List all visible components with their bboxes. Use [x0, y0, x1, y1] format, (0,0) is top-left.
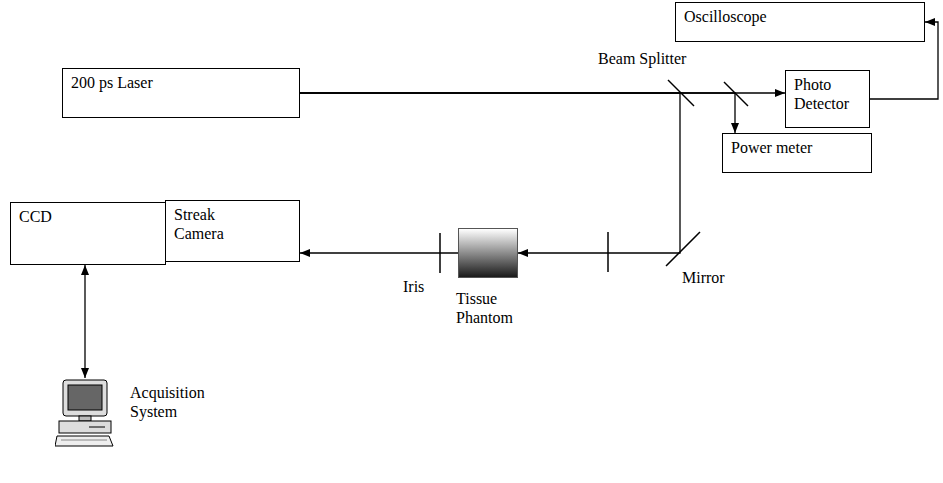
power-meter-box: Power meter — [722, 133, 872, 173]
oscilloscope-box: Oscilloscope — [675, 2, 925, 42]
aperture — [607, 232, 609, 272]
node-text: Tissue Phantom — [456, 289, 526, 327]
beam-connector — [300, 252, 458, 253]
node-text: 200 ps Laser — [71, 73, 153, 92]
beam-connector — [300, 93, 735, 133]
laser-box: 200 ps Laser — [62, 68, 300, 118]
node-text: Power meter — [731, 138, 812, 157]
computer-icon — [55, 378, 115, 450]
node-text: CCD — [19, 207, 52, 226]
tissue-phantom: Tissue Phantom — [458, 228, 518, 278]
beam-splitter — [724, 82, 748, 106]
ccd-box: CCD — [10, 202, 166, 265]
photodetector-box: Photo Detector — [785, 70, 870, 128]
streak-camera-box: Streak Camera — [165, 200, 300, 262]
acquisition-computer: Acquisition System — [55, 378, 235, 450]
iris-label: Iris — [403, 277, 424, 296]
beam-connector — [84, 265, 85, 378]
mirror-label: Mirror — [682, 268, 725, 287]
beam-splitter-label: Beam Splitter — [598, 49, 686, 68]
node-text: Acquisition System — [130, 383, 230, 421]
mirror — [666, 232, 700, 266]
node-text: Photo Detector — [794, 75, 861, 113]
node-text: Streak Camera — [174, 205, 236, 243]
node-text: Oscilloscope — [684, 7, 767, 26]
